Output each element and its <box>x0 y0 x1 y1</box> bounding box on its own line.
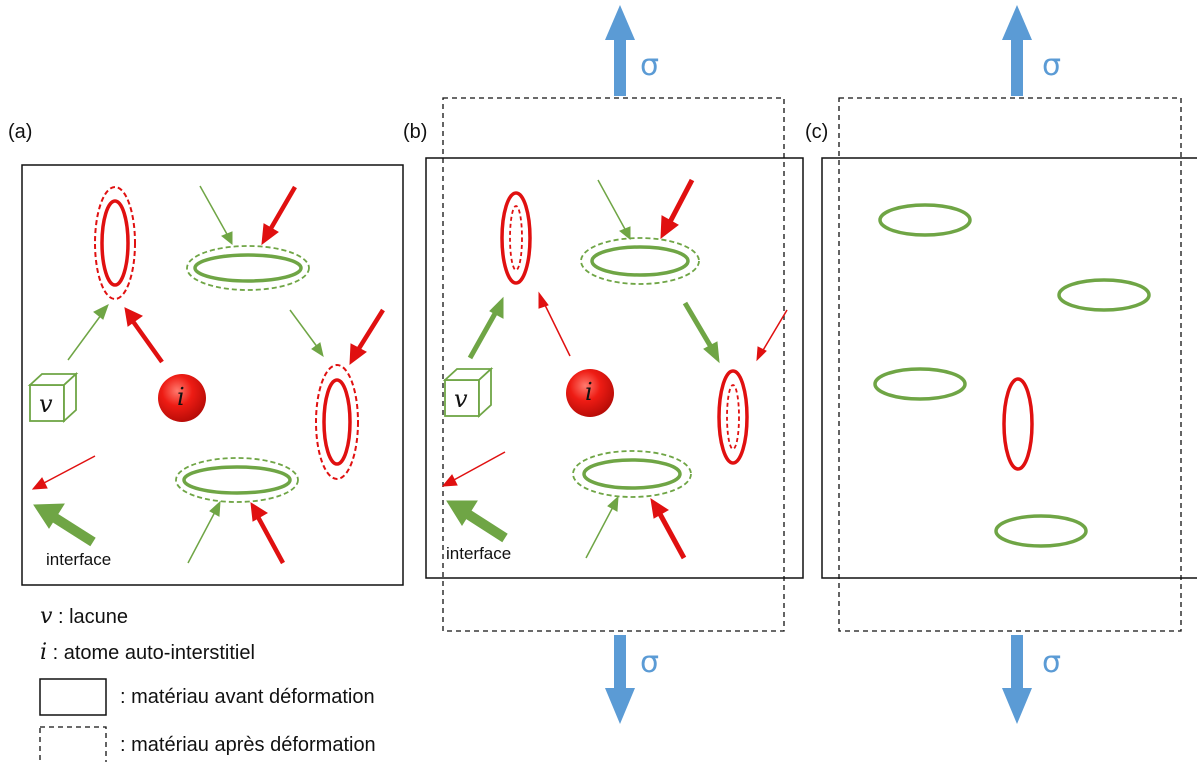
legend-interstitial-text: : atome auto-interstitiel <box>47 642 255 664</box>
panel-b-stress-symbol-top: σ <box>640 48 659 83</box>
panel-c-vacancy-loop-3 <box>873 367 967 401</box>
legend-after-swatch <box>39 726 107 762</box>
panel-c-vacancy-loop-1 <box>878 203 972 237</box>
panel-a-arrow-red-to-interface <box>31 455 96 490</box>
panel-c-interstitial-loop <box>1002 377 1034 471</box>
panel-b-frame-after <box>442 97 785 632</box>
legend-after-text: : matériau après déformation <box>120 734 376 756</box>
panel-b-vacancy-loop-2 <box>572 450 692 498</box>
panel-c-stress-symbol-top: σ <box>1042 48 1061 83</box>
panel-a-interstitial-atom: i <box>158 374 206 422</box>
panel-a-label: (a) <box>8 121 32 143</box>
panel-a: (a) v i <box>8 121 404 586</box>
panel-c-label: (c) <box>805 121 828 143</box>
legend: v : lacune i : atome auto-interstitiel :… <box>39 604 376 762</box>
panel-b: (b) σ σ <box>403 5 804 724</box>
panel-b-vacancy-symbol: v <box>454 385 468 413</box>
panel-b-arrow-green-top <box>597 179 631 241</box>
panel-a-vacancy-loop-2 <box>175 457 299 503</box>
panel-b-arrow-green-right <box>682 301 720 364</box>
panel-a-arrow-green-from-interface <box>33 503 96 547</box>
panel-b-vacancy-loop-1 <box>580 237 700 285</box>
legend-vacancy: v : lacune <box>40 604 128 629</box>
panel-a-arrow-vacancy-to-loop <box>67 303 109 361</box>
panel-c-frame-before <box>821 157 1197 579</box>
panel-b-vacancy-cube: v <box>442 366 494 419</box>
panel-a-interstitial-symbol: i <box>177 383 185 411</box>
panel-c-stress-arrow-top <box>1002 5 1032 96</box>
legend-before-text: : matériau avant déformation <box>120 686 375 708</box>
panel-a-vacancy-cube: v <box>27 371 79 424</box>
legend-interstitial-symbol: i <box>40 640 47 665</box>
panel-b-arrow-red-bottom <box>650 497 687 560</box>
legend-vacancy-text: : lacune <box>52 606 128 628</box>
panel-a-arrow-green-top <box>199 185 233 246</box>
panel-c-frame-after <box>838 97 1182 632</box>
panel-b-stress-arrow-top <box>605 5 635 96</box>
panel-a-arrow-green-right <box>289 309 324 358</box>
panel-c-vacancy-loop-2 <box>1057 278 1151 312</box>
panel-a-interface-label: interface <box>46 550 111 569</box>
panel-a-vacancy-symbol: v <box>39 390 53 418</box>
panel-a-vacancy-loop-1 <box>186 245 310 291</box>
panel-b-interstitial-symbol: i <box>585 378 593 406</box>
panel-b-arrow-red-right <box>756 309 788 362</box>
panel-c-vacancy-loop-4 <box>994 514 1088 548</box>
panel-c-stress-symbol-bottom: σ <box>1042 645 1061 680</box>
panel-b-interstitial-loop-2 <box>717 369 749 465</box>
legend-vacancy-symbol: v <box>40 604 53 629</box>
panel-c: (c) σ σ <box>805 5 1197 724</box>
panel-b-arrow-green-from-interface <box>446 500 508 543</box>
panel-a-frame-before <box>21 164 404 586</box>
panel-b-arrow-interstitial-to-loop <box>538 291 571 357</box>
panel-c-stress-arrow-bottom <box>1002 635 1032 724</box>
legend-before-swatch <box>39 678 107 716</box>
panel-b-interstitial-atom: i <box>566 369 614 417</box>
panel-b-arrow-red-to-interface <box>441 451 506 487</box>
panel-b-interstitial-loop-1 <box>500 191 532 285</box>
panel-b-stress-arrow-bottom <box>605 635 635 724</box>
panel-b-interface-label: interface <box>446 544 511 563</box>
panel-a-arrow-interstitial-to-loop <box>124 307 164 364</box>
panel-a-arrow-red-top <box>261 185 297 246</box>
legend-interstitial: i : atome auto-interstitiel <box>40 640 255 665</box>
panel-a-interstitial-loop-2 <box>315 364 359 480</box>
panel-b-arrow-vacancy-to-loop <box>467 296 504 360</box>
panel-b-arrow-green-bottom <box>585 495 619 559</box>
panel-a-arrow-red-right <box>349 308 385 366</box>
panel-b-frame-before <box>425 157 804 579</box>
panel-a-interstitial-loop-1 <box>94 186 136 300</box>
panel-b-stress-symbol-bottom: σ <box>640 645 659 680</box>
panel-a-arrow-green-bottom <box>187 500 221 564</box>
panel-b-label: (b) <box>403 121 427 143</box>
panel-b-arrow-red-top <box>660 178 695 240</box>
panel-a-arrow-red-bottom <box>250 502 285 565</box>
